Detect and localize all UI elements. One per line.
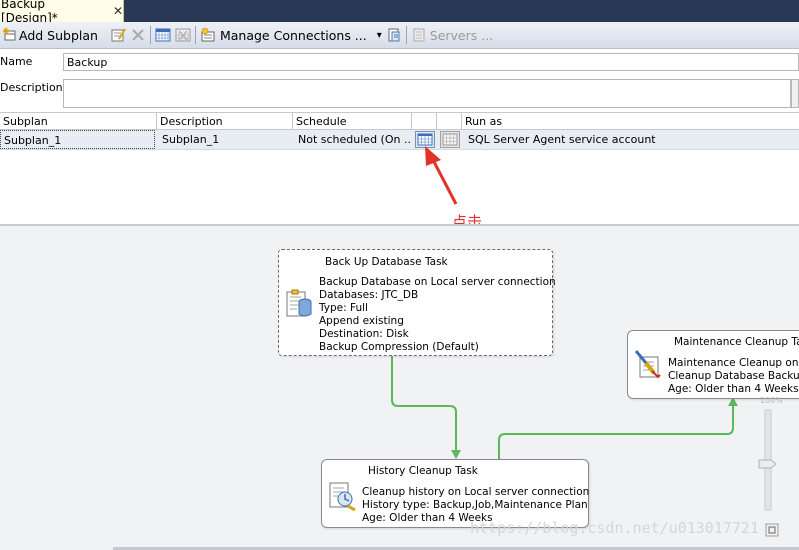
task-detail-line: Destination: Disk bbox=[319, 328, 409, 340]
column-header-description[interactable]: Description bbox=[157, 113, 293, 130]
backup-database-task[interactable]: Back Up Database Task Backup Database on… bbox=[278, 249, 556, 356]
maintenance-task-viewport: Maintenance Cleanup Task Maintenance Cle… bbox=[627, 330, 799, 402]
subplan-properties-button[interactable] bbox=[108, 24, 128, 46]
task-detail-line: Type: Full bbox=[319, 302, 368, 314]
column-header-schedule[interactable]: Schedule bbox=[293, 113, 412, 130]
manage-connections-button[interactable]: Manage Connections ... bbox=[198, 24, 369, 46]
manage-connections-label: Manage Connections ... bbox=[219, 27, 367, 43]
calendar-icon bbox=[415, 131, 435, 148]
maintenance-cleanup-icon bbox=[634, 350, 661, 379]
task-title: History Cleanup Task bbox=[368, 465, 478, 477]
task-detail-line: History type: Backup,Job,Maintenance Pla… bbox=[362, 499, 588, 511]
report-icon bbox=[386, 27, 402, 43]
task-detail-line: Backup Compression (Default) bbox=[319, 341, 479, 353]
description-label: Description bbox=[0, 81, 63, 94]
tab-title: Backup [Design]* bbox=[1, 0, 58, 25]
connections-dropdown[interactable]: ▾ bbox=[375, 24, 384, 46]
column-header-run-as[interactable]: Run as bbox=[465, 115, 503, 128]
task-detail-line: Databases: JTC_DB bbox=[319, 289, 419, 301]
designer-toolbar: Add Subplan Manage Connections ... ▾ bbox=[0, 22, 799, 49]
task-detail-line: Backup Database on Local server connecti… bbox=[319, 276, 556, 288]
history-cleanup-icon bbox=[329, 482, 356, 512]
chevron-down-icon: ▾ bbox=[376, 29, 382, 41]
reporting-logging-button[interactable] bbox=[384, 24, 404, 46]
add-subplan-label: Add Subplan bbox=[19, 27, 98, 43]
cell-description[interactable]: Subplan_1 bbox=[162, 133, 220, 146]
servers-label: Servers ... bbox=[429, 27, 494, 43]
add-subplan-button[interactable]: Add Subplan bbox=[0, 24, 100, 46]
toolbar-separator bbox=[405, 26, 407, 44]
horizontal-scrollbar[interactable] bbox=[113, 547, 799, 550]
task-detail-line: Maintenance Cleanup on Local server conn… bbox=[668, 357, 799, 369]
description-scrollbar[interactable] bbox=[791, 79, 799, 108]
watermark-text: https://blog.csdn.net/u013017721 bbox=[470, 519, 759, 537]
name-field[interactable] bbox=[63, 53, 799, 71]
add-subplan-icon bbox=[2, 27, 18, 43]
cell-subplan[interactable]: Subplan_1 bbox=[0, 130, 155, 149]
zoom-slider-track bbox=[758, 409, 779, 537]
description-field[interactable] bbox=[63, 79, 791, 108]
toolbar-separator bbox=[194, 26, 196, 44]
zoom-slider[interactable]: 100% bbox=[757, 396, 787, 546]
subplan-grid-header: Subplan Description Schedule Run as bbox=[0, 112, 799, 130]
table-row[interactable]: Subplan_1 Subplan_1 Not scheduled (On ..… bbox=[0, 130, 799, 150]
zoom-level-label: 100% bbox=[760, 396, 783, 405]
task-detail-line: Cleanup history on Local server connecti… bbox=[362, 486, 590, 498]
edit-properties-icon bbox=[110, 27, 126, 43]
maintenance-cleanup-task[interactable]: Maintenance Cleanup Task Maintenance Cle… bbox=[627, 330, 799, 399]
remove-schedule-button[interactable] bbox=[173, 24, 193, 46]
name-label: Name bbox=[0, 55, 33, 68]
column-header-schedule-remove[interactable] bbox=[437, 113, 462, 130]
task-title: Back Up Database Task bbox=[325, 256, 448, 268]
task-detail-line: Append existing bbox=[319, 315, 404, 327]
remove-schedule-icon bbox=[175, 27, 191, 43]
remove-schedule-button[interactable] bbox=[439, 130, 461, 149]
subplan-schedule-button[interactable] bbox=[153, 24, 173, 46]
toolbar-separator bbox=[149, 26, 151, 44]
close-icon[interactable]: ✕ bbox=[112, 4, 123, 18]
servers-button[interactable]: Servers ... bbox=[409, 24, 495, 46]
task-detail-line: Cleanup Database Backup files bbox=[668, 370, 799, 382]
task-detail-line: Age: Older than 4 Weeks bbox=[668, 383, 799, 395]
delete-subplan-button[interactable] bbox=[128, 24, 148, 46]
document-tab-strip: Backup [Design]* ✕ bbox=[0, 0, 799, 25]
task-detail-line: Age: Older than 4 Weeks bbox=[362, 512, 493, 524]
tab-backup-design[interactable]: Backup [Design]* ✕ bbox=[0, 0, 124, 25]
remove-schedule-icon bbox=[440, 131, 460, 148]
calendar-icon bbox=[155, 27, 171, 43]
edit-schedule-button[interactable] bbox=[414, 130, 436, 149]
servers-icon bbox=[411, 27, 427, 43]
cell-schedule[interactable]: Not scheduled (On ... bbox=[298, 133, 411, 146]
delete-icon bbox=[130, 27, 146, 43]
column-header-schedule-edit[interactable] bbox=[412, 113, 437, 130]
cell-run-as[interactable]: SQL Server Agent service account bbox=[468, 133, 656, 146]
column-header-subplan[interactable]: Subplan bbox=[0, 113, 157, 130]
history-cleanup-task[interactable]: History Cleanup Task Cleanup history on … bbox=[321, 459, 589, 528]
task-title: Maintenance Cleanup Task bbox=[674, 336, 799, 348]
connections-icon bbox=[200, 27, 216, 43]
backup-database-icon bbox=[286, 289, 312, 317]
